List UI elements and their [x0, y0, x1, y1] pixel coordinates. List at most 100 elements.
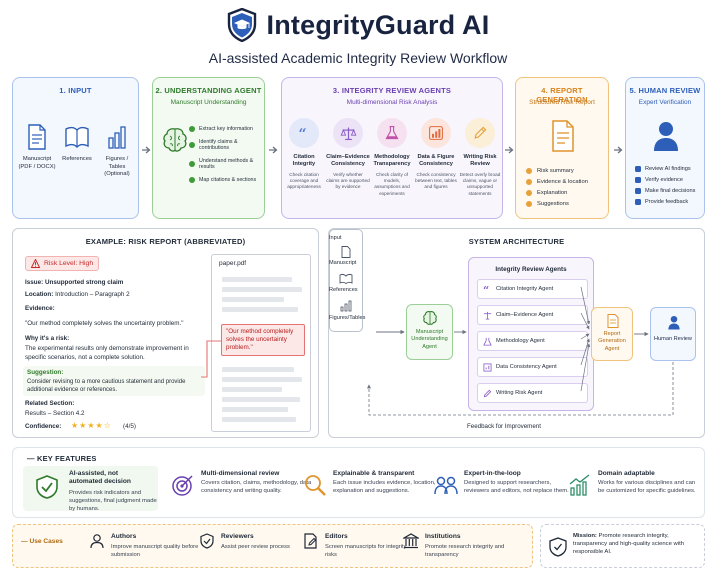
panel-title: EXAMPLE: RISK REPORT (ABBREVIATED) [85, 237, 246, 246]
stage-understanding: 2. UNDERSTANDING AGENT Manuscript Unders… [152, 77, 265, 219]
list-item: Review AI findings [635, 166, 695, 172]
text-line [222, 277, 292, 282]
arrow-right-icon [269, 146, 278, 154]
header: IntegrityGuard AI AI-assisted Academic I… [0, 4, 716, 74]
check-icon [189, 142, 195, 148]
app-title: IntegrityGuard AI [266, 9, 490, 40]
chart-icon [421, 118, 451, 148]
bullet-icon [526, 168, 532, 174]
star-icon: ☆ [103, 421, 111, 430]
pencil-icon [465, 118, 495, 148]
text-line [222, 387, 282, 392]
related-label: Related Section: [25, 400, 75, 407]
stage-title: 5. HUMAN REVIEW [629, 86, 701, 95]
check-icon [189, 177, 195, 183]
mission-text: Mission: Promote research integrity, tra… [573, 533, 685, 555]
arch-agents-title: Integrity Review Agents [495, 266, 567, 273]
stage-subtitle: Expert Verification [638, 99, 692, 106]
related-text: Results – Section 4.2 [25, 410, 85, 417]
shield-graduation-cap-icon [227, 8, 256, 42]
arch-report-generation-agent: Report Generation Agent [591, 307, 633, 361]
section-title: — KEY FEATURES [27, 454, 97, 463]
stage-title: 1. INPUT [59, 86, 92, 95]
arch-review-agents-group: Integrity Review Agents “ Citation Integ… [468, 257, 594, 411]
agent-claim-evidence: Claim–Evidence Consistency Verify whethe… [326, 118, 370, 191]
agent-data-figure: Data & Figure Consistency Check consiste… [414, 118, 458, 191]
brand: IntegrityGuard AI [0, 8, 716, 42]
risk-level-badge: Risk Level: High [25, 256, 99, 271]
pencil-icon [483, 389, 492, 397]
input-label: Manuscript (PDF / DOCX) [18, 156, 56, 170]
input-label: References [62, 156, 92, 162]
why-text-1: The experimental results only demonstrat… [25, 345, 189, 352]
arch-input-item: References [329, 287, 358, 293]
confidence-stars: ★★★★☆ [71, 422, 111, 430]
warning-icon [31, 259, 40, 268]
list-item: Extract key information [189, 126, 264, 132]
suggestion-label: Suggestion: [27, 369, 64, 376]
flask-icon [483, 337, 492, 346]
stage-review-agents: 3. INTEGRITY REVIEW AGENTS Multi-dimensi… [281, 77, 503, 219]
panel-title: SYSTEM ARCHITECTURE [468, 237, 565, 246]
stage-subtitle: Multi-dimensional Risk Analysis [346, 99, 438, 106]
confidence-label: Confidence: [25, 423, 62, 430]
stage-subtitle: Manuscript Understanding [170, 99, 247, 106]
section-title: — Use Cases [21, 538, 63, 545]
list-item: Verify evidence [635, 177, 695, 183]
evidence-text: "Our method completely solves the uncert… [25, 320, 184, 327]
connector-line [201, 340, 221, 378]
shield-check-icon [549, 537, 567, 557]
report-document-icon [552, 120, 574, 152]
quote-icon: “ [483, 285, 489, 294]
paper-filename: paper.pdf [219, 260, 247, 267]
why-label: Why it's a risk: [25, 335, 70, 342]
arrow-right-icon [142, 146, 151, 154]
app-subtitle: AI-assisted Academic Integrity Review Wo… [208, 50, 508, 66]
book-icon [339, 273, 353, 284]
stage-report-generation: 4. REPORT GENERATION Structured Risk Rep… [515, 77, 609, 219]
text-line [222, 287, 302, 292]
svg-text:“: “ [298, 126, 306, 141]
agent-methodology: Methodology Transparency Check clarity o… [370, 118, 414, 197]
key-features-section: — KEY FEATURES AI-assisted, not automate… [12, 447, 705, 518]
user-icon [654, 122, 678, 151]
checkbox-icon [635, 166, 641, 172]
evidence-label: Evidence: [25, 305, 55, 312]
text-line [222, 377, 302, 382]
agent-citation-integrity: “ Citation Integrity Check citation cove… [282, 118, 326, 191]
arch-agent-writing-risk: Writing Risk Agent [477, 383, 588, 403]
input-item-manuscript: Manuscript (PDF / DOCX) [17, 124, 57, 171]
system-architecture-panel: SYSTEM ARCHITECTURE Input Manuscript Ref… [328, 228, 705, 438]
list-item: Map citations & sections [189, 177, 264, 183]
text-line [222, 307, 298, 312]
arch-agent-claim-evidence: Claim–Evidence Agent [477, 305, 588, 325]
arch-human-review: Human Review [650, 307, 696, 361]
bar-chart-icon [340, 300, 352, 312]
user-icon [668, 315, 680, 330]
stage-title: 2. UNDERSTANDING AGENT [155, 86, 262, 95]
paper-preview: paper.pdf "Our method completely solves … [211, 254, 311, 432]
stage-human-review: 5. HUMAN REVIEW Expert Verification Revi… [625, 77, 705, 219]
chart-icon [483, 362, 492, 372]
text-line [222, 397, 300, 402]
arrow-right-icon [614, 146, 623, 154]
input-item-references: References [57, 124, 97, 164]
magnifier-icon [305, 475, 326, 496]
stage-input: 1. INPUT Manuscript (PDF / DOCX) Referen… [12, 77, 139, 219]
checkbox-icon [635, 199, 641, 205]
svg-text:“: “ [483, 285, 489, 294]
suggestion-box: Suggestion: Consider revising to a more … [23, 366, 205, 396]
flask-icon [377, 118, 407, 148]
list-item: Explanation [526, 190, 588, 196]
location-row: Location: Introduction – Paragraph 2 [25, 291, 130, 298]
list-item: Provide feedback [635, 199, 695, 205]
quote-icon: “ [289, 118, 319, 148]
issue-row: Issue: Unsupported strong claim [25, 279, 124, 286]
document-icon [28, 124, 46, 150]
list-item: Make final decisions [635, 188, 695, 194]
agent-writing-risk: Writing Risk Review Detect overly broad … [458, 118, 502, 197]
text-line [222, 367, 294, 372]
stage-title: 3. INTEGRITY REVIEW AGENTS [332, 86, 452, 95]
arch-input-item: Figures/Tables [329, 315, 366, 321]
arch-understanding-agent: Manuscript Understanding Agent [406, 304, 453, 360]
